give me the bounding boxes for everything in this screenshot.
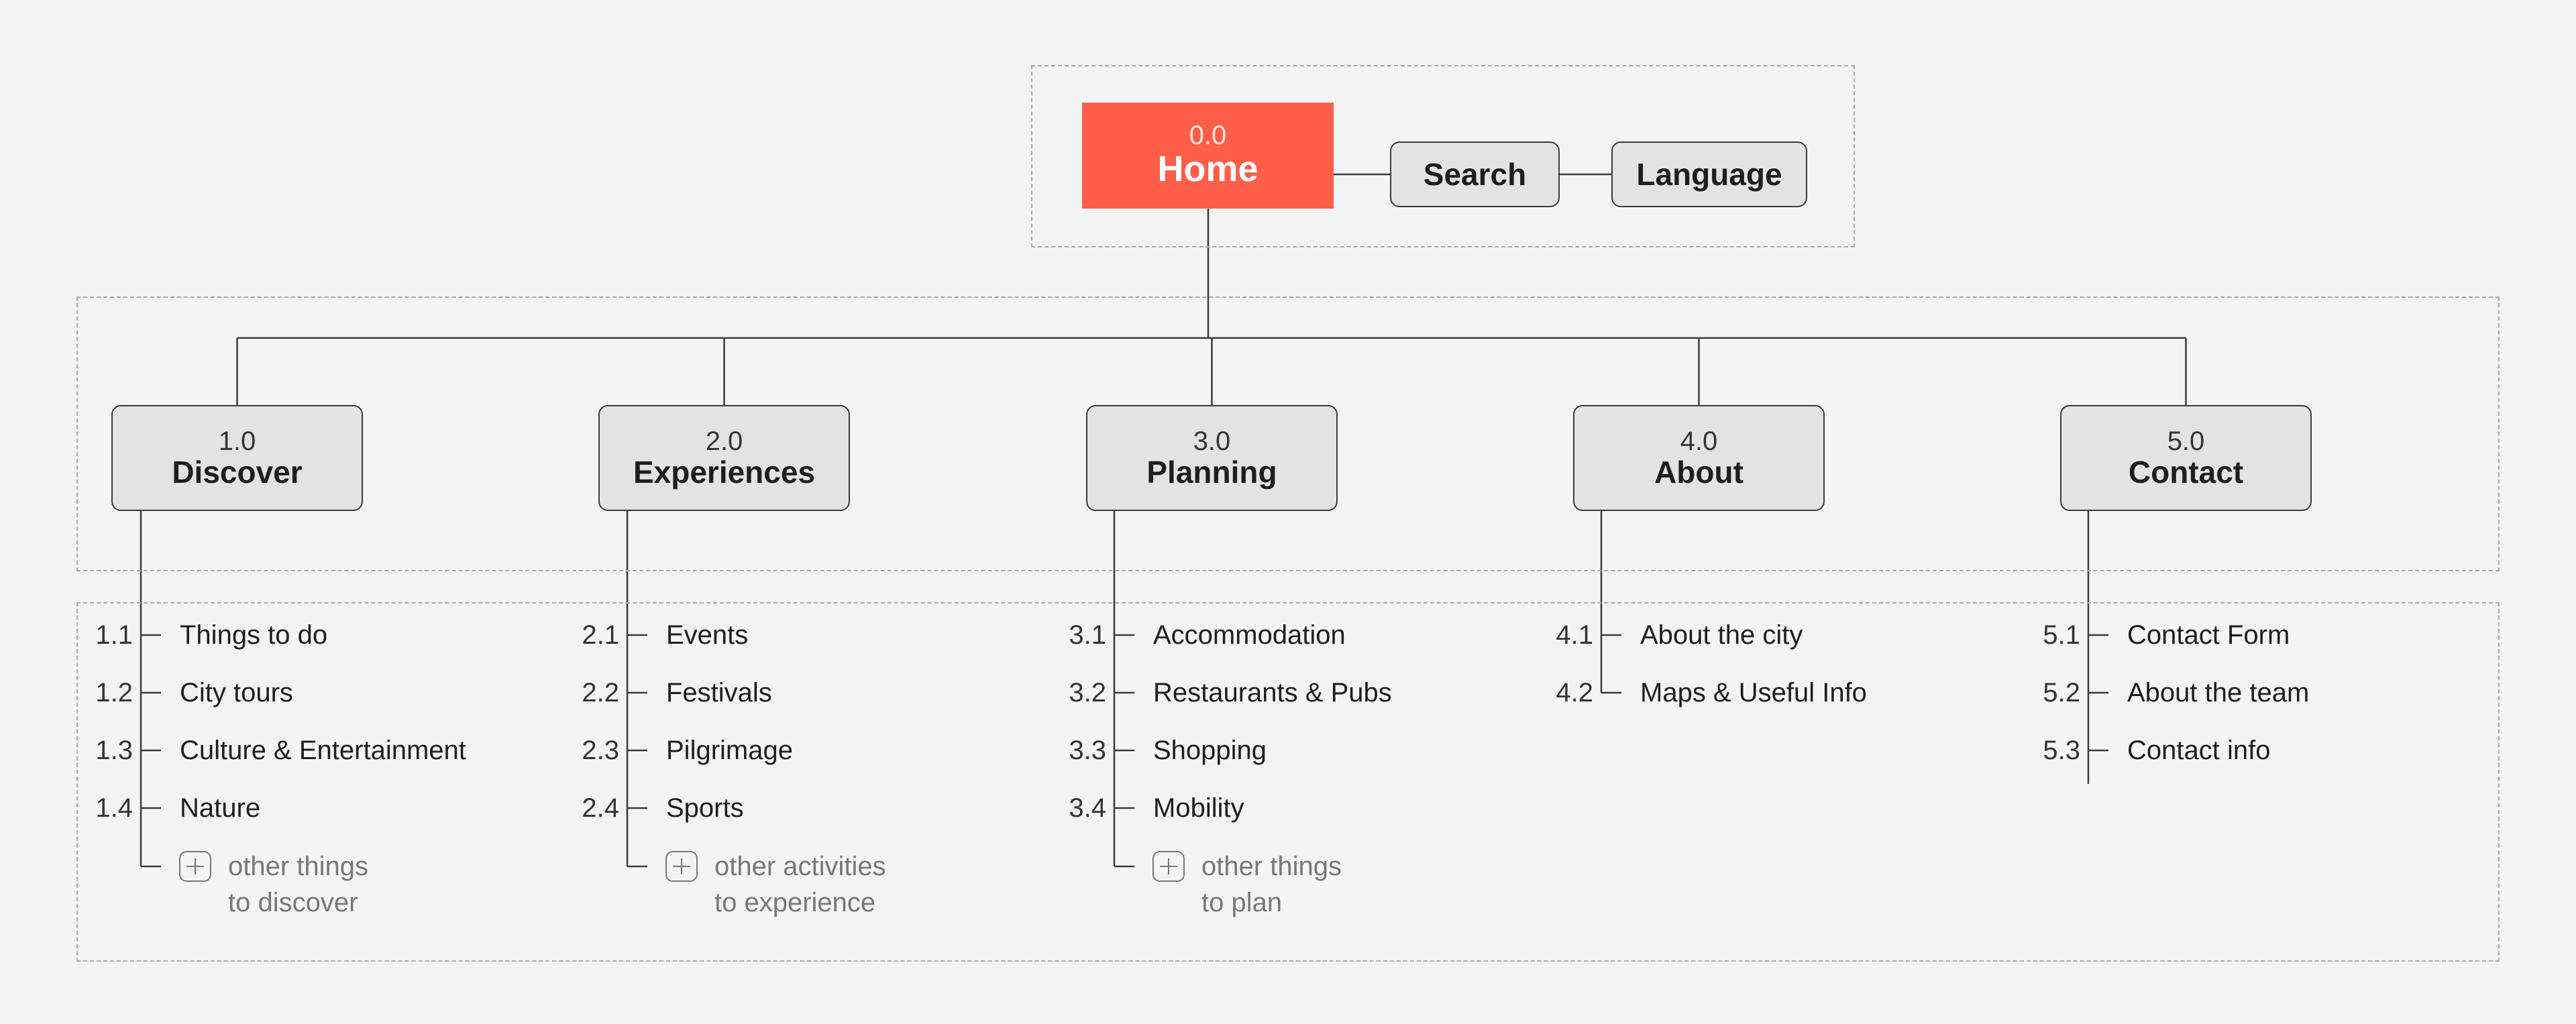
item-label[interactable]: Shopping xyxy=(1153,736,1267,765)
item-label[interactable]: Culture & Entertainment xyxy=(180,736,466,765)
home-node[interactable]: 0.0 Home xyxy=(1082,103,1334,209)
item-label[interactable]: Events xyxy=(666,620,749,650)
language-label: Language xyxy=(1636,156,1782,192)
search-label: Search xyxy=(1423,156,1527,192)
section-number: 2.0 xyxy=(705,426,743,456)
section-label: Planning xyxy=(1146,454,1277,490)
item-label[interactable]: Maps & Useful Info xyxy=(1640,678,1867,707)
item-number: 5.2 xyxy=(2043,678,2080,707)
section-number: 3.0 xyxy=(1193,426,1231,456)
item-label[interactable]: Festivals xyxy=(666,678,772,707)
top-level-frame xyxy=(1031,65,1855,247)
item-number: 2.1 xyxy=(582,620,619,650)
item-number: 1.1 xyxy=(95,620,133,650)
item-number: 1.2 xyxy=(95,678,133,707)
item-number: 3.1 xyxy=(1069,620,1106,650)
language-node[interactable]: Language xyxy=(1611,141,1807,207)
item-label[interactable]: Mobility xyxy=(1153,793,1244,823)
item-label[interactable]: City tours xyxy=(180,678,293,707)
item-number: 2.4 xyxy=(582,793,619,823)
item-number: 2.3 xyxy=(582,736,619,765)
item-number: 2.2 xyxy=(582,678,619,707)
add-more-icon[interactable] xyxy=(1152,851,1185,882)
item-number: 5.3 xyxy=(2043,736,2080,765)
item-number: 3.4 xyxy=(1069,793,1106,823)
section-label: Discover xyxy=(172,454,303,490)
search-node[interactable]: Search xyxy=(1390,141,1560,207)
item-label[interactable]: About the team xyxy=(2127,678,2310,707)
more-text-line: other things xyxy=(228,852,369,881)
item-label[interactable]: Restaurants & Pubs xyxy=(1153,678,1392,707)
item-label[interactable]: Accommodation xyxy=(1153,620,1346,650)
add-more-icon[interactable] xyxy=(179,851,211,882)
item-label[interactable]: Contact Form xyxy=(2127,620,2290,650)
more-text-line: other activities xyxy=(714,852,886,881)
section-label: About xyxy=(1654,454,1743,490)
item-number: 4.1 xyxy=(1556,620,1593,650)
item-number: 5.1 xyxy=(2043,620,2080,650)
item-label[interactable]: About the city xyxy=(1640,620,1803,650)
more-subpages-text: other activities to experience xyxy=(714,848,886,921)
sections-frame xyxy=(76,296,2500,571)
item-label[interactable]: Things to do xyxy=(180,620,328,650)
more-text-line: to discover xyxy=(228,888,358,917)
add-more-icon[interactable] xyxy=(665,851,698,882)
item-label[interactable]: Contact info xyxy=(2127,736,2271,765)
item-number: 1.4 xyxy=(95,793,133,823)
item-number: 1.3 xyxy=(95,736,133,765)
more-text-line: to plan xyxy=(1201,888,1283,917)
item-number: 3.3 xyxy=(1069,736,1106,765)
more-text-line: other things xyxy=(1201,852,1342,881)
home-label: Home xyxy=(1157,149,1258,190)
section-number: 4.0 xyxy=(1680,426,1718,456)
section-number: 5.0 xyxy=(2167,426,2205,456)
more-subpages-text: other things to plan xyxy=(1201,848,1342,921)
section-label: Experiences xyxy=(633,454,816,490)
home-number: 0.0 xyxy=(1189,121,1227,151)
item-label[interactable]: Pilgrimage xyxy=(666,736,793,765)
item-label[interactable]: Sports xyxy=(666,793,744,823)
section-number: 1.0 xyxy=(218,426,256,456)
subpages-frame xyxy=(76,602,2500,962)
section-label: Contact xyxy=(2128,454,2244,490)
more-subpages-text: other things to discover xyxy=(228,848,368,921)
item-number: 3.2 xyxy=(1069,678,1106,707)
item-number: 4.2 xyxy=(1556,678,1593,707)
more-text-line: to experience xyxy=(714,888,876,917)
item-label[interactable]: Nature xyxy=(180,793,261,823)
